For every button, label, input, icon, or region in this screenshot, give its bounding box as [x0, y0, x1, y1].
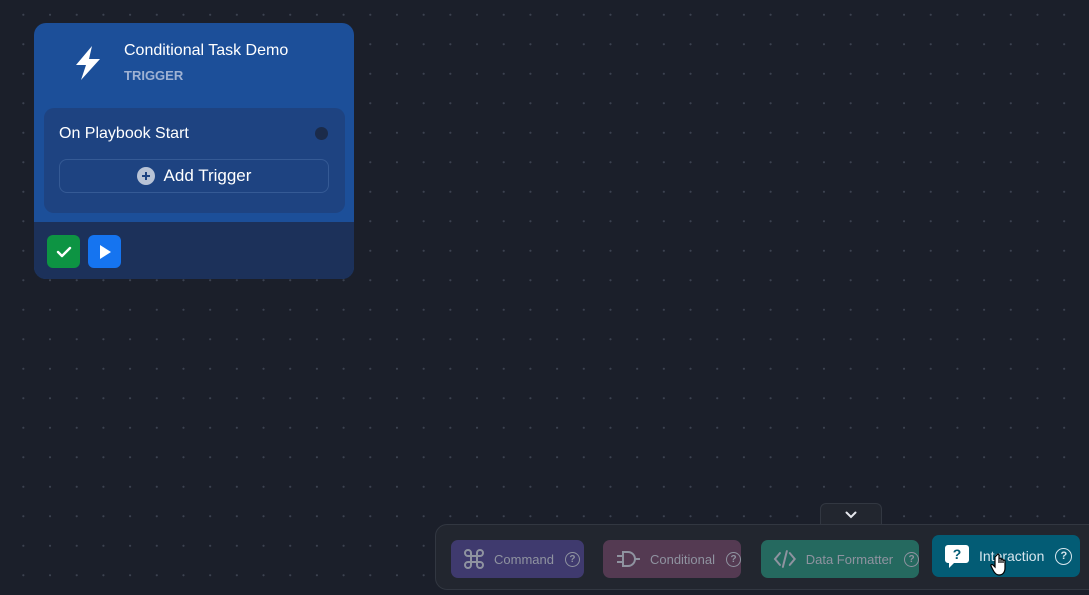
trigger-node[interactable]: Conditional Task Demo TRIGGER On Playboo…	[34, 23, 354, 279]
help-icon[interactable]: ?	[726, 551, 741, 567]
help-icon[interactable]: ?	[904, 551, 919, 567]
toolbar-item-label: Conditional	[649, 551, 716, 567]
toolbar-item-conditional[interactable]: Conditional ?	[603, 540, 741, 578]
plus-circle-icon	[136, 167, 155, 185]
toolbar-collapse-button[interactable]	[820, 503, 882, 525]
code-brackets-icon	[773, 550, 797, 568]
question-bubble-icon: ?	[945, 545, 969, 568]
node-toolbar: Command ? Conditional ? Data Formatter ?…	[435, 524, 1089, 590]
chevron-down-icon	[845, 511, 857, 518]
run-button[interactable]	[88, 235, 121, 268]
command-key-icon	[464, 549, 484, 569]
toolbar-item-interaction[interactable]: ? Interaction ?	[932, 535, 1080, 577]
trigger-item-label: On Playbook Start	[59, 125, 189, 142]
confirm-button[interactable]	[47, 235, 80, 268]
toolbar-item-command[interactable]: Command ?	[451, 540, 584, 578]
toolbar-item-label: Command	[494, 551, 554, 567]
lightning-bolt-icon	[76, 46, 100, 80]
help-icon[interactable]: ?	[1055, 547, 1073, 565]
check-icon	[56, 246, 71, 257]
node-footer	[34, 222, 354, 279]
hand-cursor-icon	[990, 553, 1006, 576]
node-type-label: TRIGGER	[124, 68, 184, 83]
toolbar-item-label: Data Formatter	[805, 551, 894, 567]
play-icon	[99, 244, 111, 259]
logic-gate-icon	[616, 551, 640, 567]
toolbar-item-data-formatter[interactable]: Data Formatter ?	[761, 540, 919, 578]
trigger-list: On Playbook Start Add Trigger	[44, 108, 345, 213]
add-trigger-label: Add Trigger	[163, 166, 252, 185]
connection-handle[interactable]	[315, 127, 328, 140]
svg-text:?: ?	[953, 546, 962, 562]
add-trigger-button[interactable]: Add Trigger	[59, 159, 329, 193]
help-icon[interactable]: ?	[564, 551, 580, 567]
node-header: Conditional Task Demo TRIGGER	[34, 23, 354, 108]
node-title: Conditional Task Demo	[124, 42, 289, 59]
